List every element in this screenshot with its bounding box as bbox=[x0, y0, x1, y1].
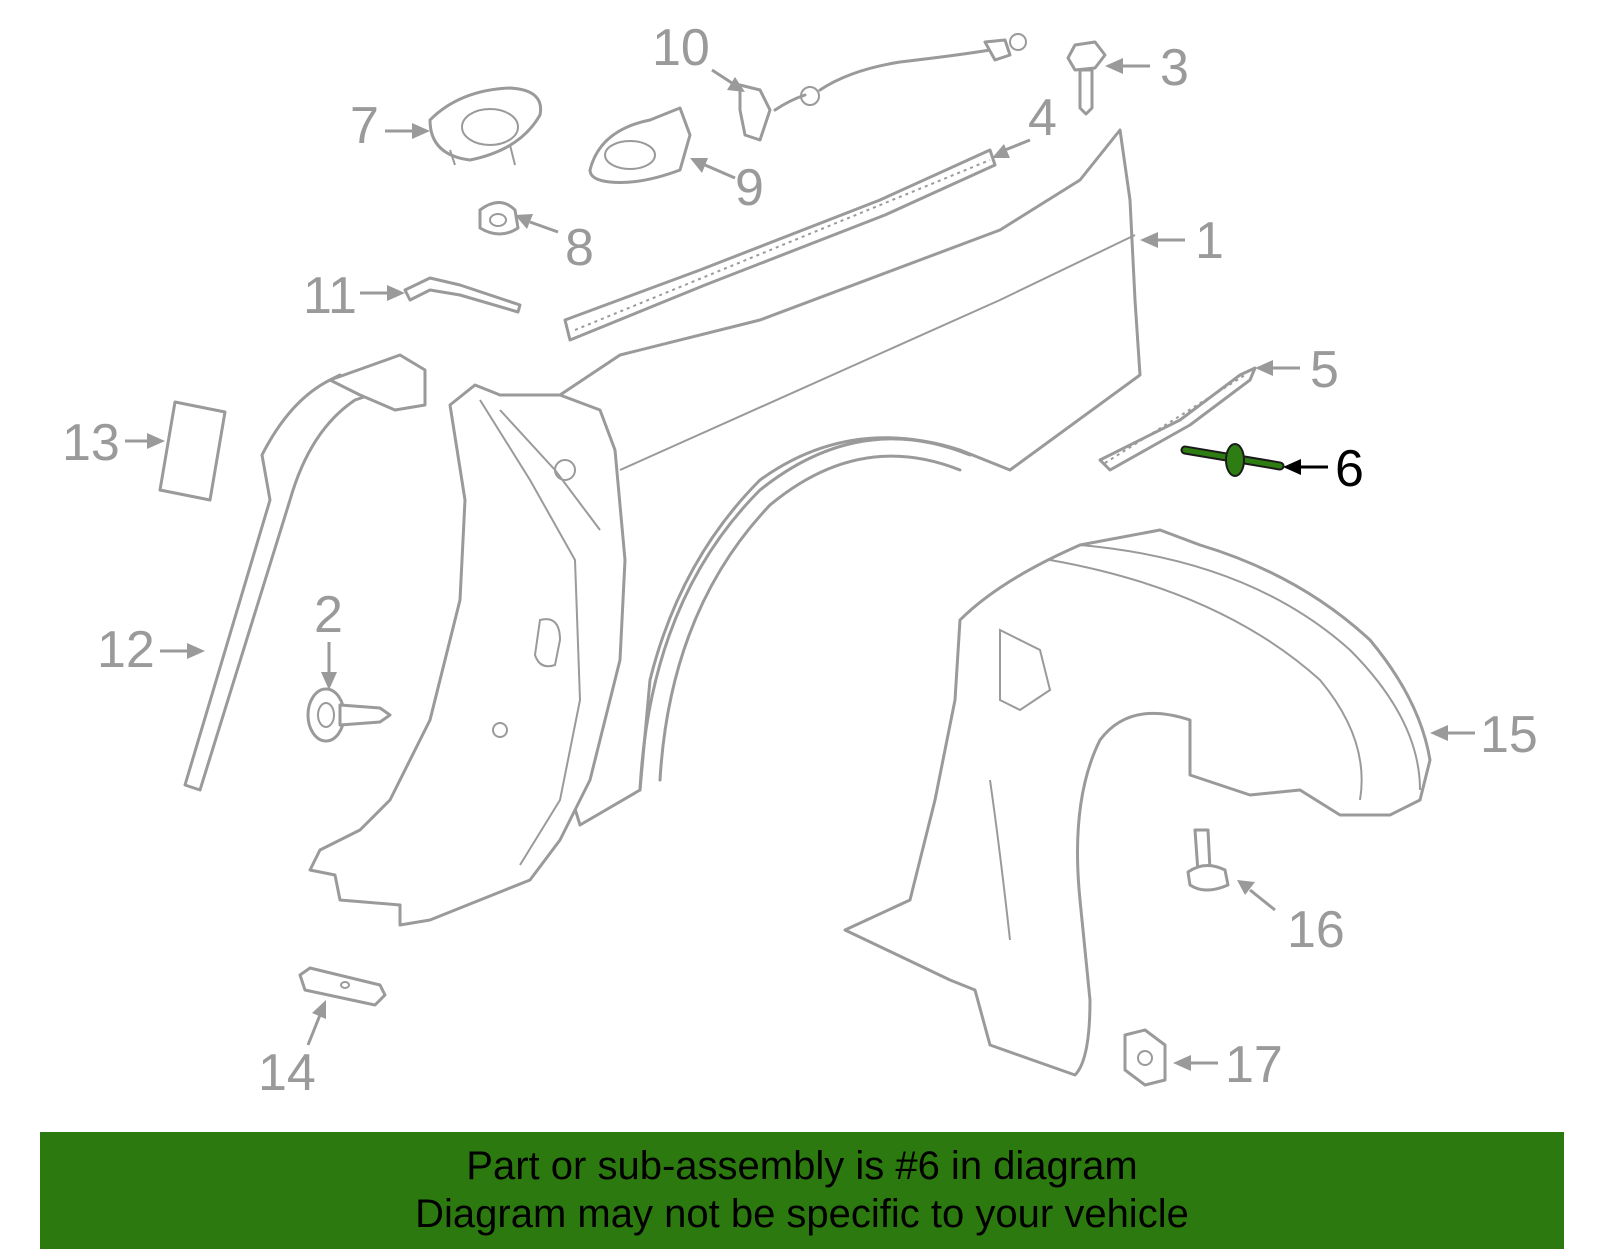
part-17-nut-clip[interactable] bbox=[1123, 1028, 1167, 1087]
callout-12: 12 bbox=[97, 621, 205, 679]
parts-diagram: 1 2 3 4 5 6 7 8 9 10 bbox=[62, 19, 1538, 1102]
part-8-grommet[interactable] bbox=[478, 201, 520, 236]
svg-text:14: 14 bbox=[258, 1044, 316, 1102]
part-4-weatherstrip[interactable] bbox=[563, 148, 997, 342]
callout-6: 6 bbox=[1283, 440, 1364, 498]
callout-11: 11 bbox=[303, 267, 405, 325]
callout-8: 8 bbox=[515, 214, 594, 277]
svg-text:15: 15 bbox=[1480, 706, 1538, 764]
callout-3: 3 bbox=[1105, 39, 1189, 97]
svg-text:9: 9 bbox=[735, 159, 764, 217]
svg-text:2: 2 bbox=[314, 586, 343, 644]
callout-4: 4 bbox=[992, 89, 1057, 158]
callout-5: 5 bbox=[1255, 341, 1339, 399]
svg-text:4: 4 bbox=[1028, 89, 1057, 147]
callout-14: 14 bbox=[258, 1000, 326, 1102]
svg-text:5: 5 bbox=[1310, 341, 1339, 399]
part-2-push-pin[interactable] bbox=[306, 687, 392, 743]
callout-1: 1 bbox=[1140, 212, 1224, 270]
part-1-fender[interactable] bbox=[558, 128, 1142, 827]
svg-text:8: 8 bbox=[565, 219, 594, 277]
part-5-seal-strip[interactable] bbox=[1098, 366, 1257, 472]
svg-text:1: 1 bbox=[1195, 212, 1224, 270]
callout-17: 17 bbox=[1173, 1036, 1283, 1094]
svg-text:3: 3 bbox=[1160, 39, 1189, 97]
part-9-fuel-door[interactable] bbox=[588, 106, 692, 184]
svg-text:10: 10 bbox=[652, 19, 710, 77]
svg-text:12: 12 bbox=[97, 621, 155, 679]
part-3-bolt[interactable] bbox=[1066, 40, 1107, 116]
part-12-long-seal[interactable] bbox=[183, 353, 427, 792]
callout-10: 10 bbox=[652, 19, 745, 92]
callout-15: 15 bbox=[1430, 706, 1538, 764]
part-10-release-cable[interactable] bbox=[738, 33, 1027, 142]
part-14-clip[interactable] bbox=[298, 966, 387, 1007]
svg-text:16: 16 bbox=[1287, 901, 1345, 959]
callout-9: 9 bbox=[690, 158, 764, 217]
svg-text:11: 11 bbox=[303, 267, 357, 325]
svg-text:17: 17 bbox=[1225, 1036, 1283, 1094]
inner-wheelhouse-panel bbox=[308, 383, 627, 927]
callout-7: 7 bbox=[350, 97, 430, 155]
info-banner: Part or sub-assembly is #6 in diagram Di… bbox=[40, 1132, 1564, 1249]
banner-line-2: Diagram may not be specific to your vehi… bbox=[415, 1192, 1189, 1236]
svg-text:6: 6 bbox=[1335, 440, 1364, 498]
part-6-retainer-pin[interactable] bbox=[1180, 443, 1285, 477]
callout-2: 2 bbox=[314, 586, 343, 690]
part-16-screw[interactable] bbox=[1186, 828, 1230, 892]
banner-line-1: Part or sub-assembly is #6 in diagram bbox=[466, 1144, 1138, 1188]
part-7-fuel-housing[interactable] bbox=[428, 86, 543, 166]
callout-16: 16 bbox=[1237, 880, 1345, 959]
part-11-bracket[interactable] bbox=[403, 276, 522, 314]
svg-text:7: 7 bbox=[350, 97, 379, 155]
svg-text:13: 13 bbox=[62, 414, 120, 472]
part-15-wheelhouse-liner[interactable] bbox=[843, 528, 1432, 1077]
part-13-pad[interactable] bbox=[158, 400, 227, 502]
callout-13: 13 bbox=[62, 414, 165, 472]
